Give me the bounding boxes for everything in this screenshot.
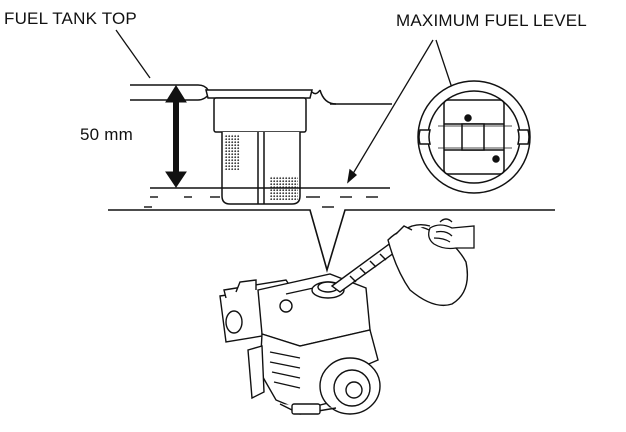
leader-arrowhead-2: [347, 168, 358, 184]
callout-outline: [108, 209, 555, 273]
leader-max-level-to-tank: [347, 39, 434, 183]
dimension-arrow: [165, 85, 187, 188]
maximum-fuel-level-label: MAXIMUM FUEL LEVEL: [396, 11, 587, 30]
leader-fuel-tank-top: [115, 29, 151, 79]
fuel-strainer-icon: [205, 89, 313, 205]
engine-icon: [219, 273, 381, 415]
fuel-cap-gauge-icon: [417, 80, 531, 194]
dimension-label: 50 mm: [80, 125, 133, 144]
fuel-level-dashes: [144, 187, 390, 208]
hand-icon: [428, 218, 475, 250]
fuel-tank-top-label: FUEL TANK TOP: [4, 9, 137, 28]
